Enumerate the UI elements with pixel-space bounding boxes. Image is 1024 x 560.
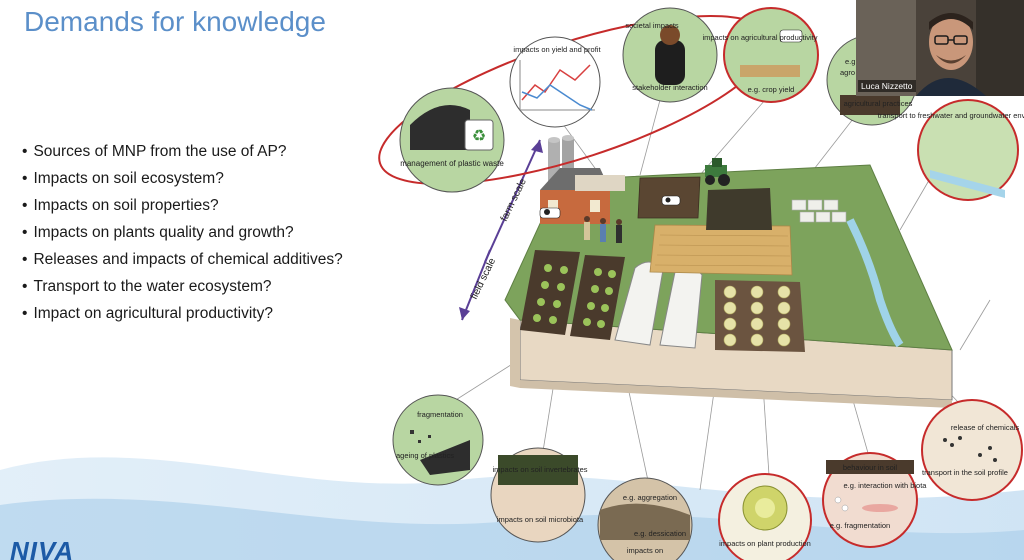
field-scale-label: field scale: [469, 256, 499, 301]
circle-soil-properties: e.g. aggregation e.g. dessication impact…: [597, 477, 693, 560]
wheat-field: [649, 224, 793, 276]
circle-agricultural-productivity: impacts on agricultural productivity e.g…: [702, 7, 819, 103]
cabbage-field: [715, 280, 805, 352]
label-soil-transport: transport in the soil profile: [922, 468, 1008, 477]
farm-people: [584, 216, 622, 243]
label-fragmentation: fragmentation: [417, 410, 463, 419]
label-stakeholder: stakeholder interaction: [632, 83, 707, 92]
label-impacts-on: impacts on: [627, 546, 663, 555]
label-dessication: e.g. dessication: [634, 529, 686, 538]
dark-crop-field: [706, 188, 772, 230]
circle-freshwater-transport: transport to freshwater and groundwater …: [878, 99, 1024, 201]
bullet-item: Impacts on plants quality and growth?: [22, 219, 343, 246]
tractor: [705, 158, 730, 186]
label-chemicals: release of chemicals: [951, 423, 1020, 432]
label-freshwater: transport to freshwater and groundwater …: [878, 111, 1024, 120]
circle-soil-behaviour: behaviour in soil e.g. interaction with …: [822, 452, 928, 548]
participant-name-label: Luca Nizzetto: [858, 80, 916, 92]
participant-video-tile[interactable]: Luca Nizzetto: [856, 0, 1024, 96]
slide-title: Demands for knowledge: [24, 6, 326, 37]
label-productivity: impacts on agricultural productivity: [702, 33, 817, 42]
label-plant-production: impacts on plant production: [719, 539, 811, 548]
farm-scale-label: farm scale: [499, 177, 529, 224]
circle-chemical-release: release of chemicals transport in the so…: [921, 399, 1023, 501]
label-practices-eg: e.g.: [845, 57, 858, 66]
circle-societal-impacts: societal impacts stakeholder interaction: [622, 7, 718, 103]
circle-soil-biota: impacts on soil invertebrates impacts on…: [490, 447, 588, 543]
circle-plant-production: impacts on plant production: [718, 473, 812, 560]
bullet-item: Impacts on soil properties?: [22, 192, 343, 219]
label-aggregation: e.g. aggregation: [623, 493, 677, 502]
label-societal: societal impacts: [625, 21, 679, 30]
label-ageing: ageing of plastics: [396, 451, 454, 460]
label-plastic-waste: management of plastic waste: [400, 159, 504, 168]
bullet-item: Transport to the water ecosystem?: [22, 273, 343, 300]
label-practices-agr: agro: [840, 68, 855, 77]
bullet-item: Impact on agricultural productivity?: [22, 300, 343, 327]
label-microbiota: impacts on soil microbiota: [497, 515, 584, 524]
bullet-item: Impacts on soil ecosystem?: [22, 165, 343, 192]
cow: [661, 195, 681, 206]
bullet-item: Releases and impacts of chemical additiv…: [22, 246, 342, 273]
label-practices: agricultural practices: [844, 99, 913, 108]
crop-beds-left: [520, 250, 625, 340]
label-interaction-biota: e.g. interaction with biota: [844, 481, 928, 490]
bullet-list: Sources of MNP from the use of AP? Impac…: [22, 138, 343, 327]
circle-plastic-waste: ♻ management of plastic waste: [399, 87, 505, 193]
bullet-item: Sources of MNP from the use of AP?: [22, 138, 343, 165]
label-invertebrates: impacts on soil invertebrates: [492, 465, 587, 474]
recycle-icon: ♻: [472, 128, 486, 145]
soil-lower-layer: [520, 380, 952, 408]
label-crop-yield: e.g. crop yield: [748, 85, 795, 94]
circle-yield-profit: impacts on yield and profit: [509, 36, 601, 128]
label-frag-eg: e.g. fragmentation: [830, 521, 890, 530]
label-yield-profit: impacts on yield and profit: [513, 45, 601, 54]
circle-fragmentation-ageing: fragmentation ageing of plastics: [392, 394, 484, 486]
hay-bales: [791, 199, 847, 223]
niva-logo: NIVA: [10, 536, 75, 560]
stream: [846, 218, 904, 348]
label-behaviour: behaviour in soil: [843, 463, 898, 472]
cow: [539, 207, 561, 219]
